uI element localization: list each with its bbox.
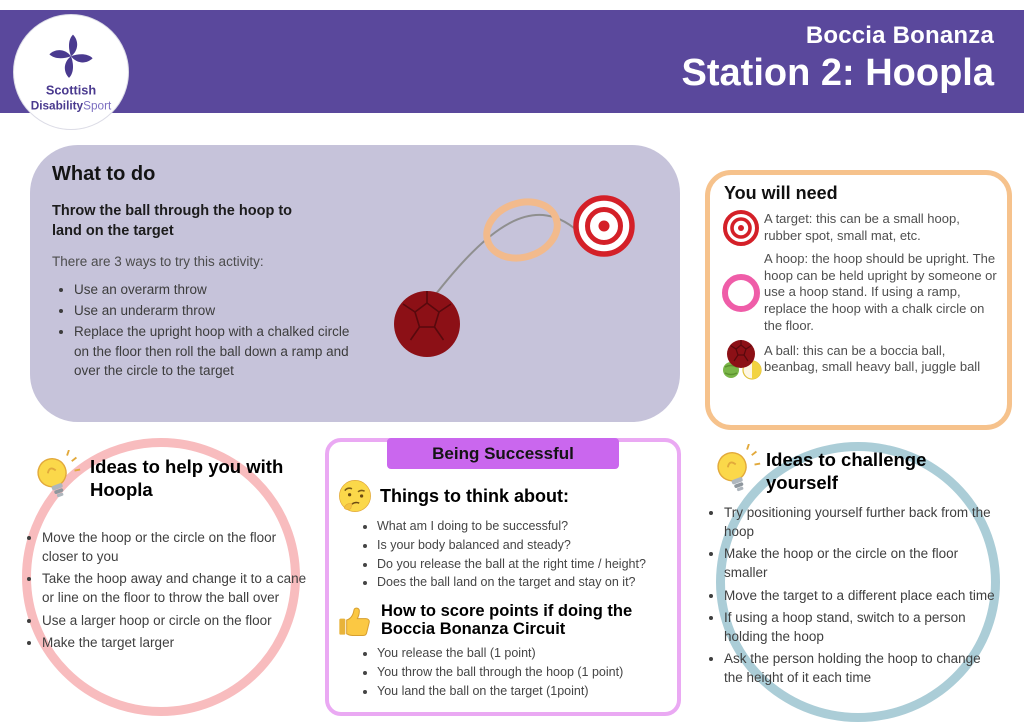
need-item-text: A hoop: the hoop should be upright. The …	[764, 251, 997, 333]
list-item: Make the hoop or the circle on the floor…	[724, 544, 998, 582]
list-item: Move the hoop or the circle on the floor…	[42, 528, 314, 566]
svg-text:DisabilitySport: DisabilitySport	[31, 99, 112, 112]
list-item: Try positioning yourself further back fr…	[724, 503, 998, 541]
being-successful-panel: Being Successful Things to think about: …	[325, 438, 681, 716]
activity-illustration	[394, 195, 635, 357]
target-graphic	[573, 195, 635, 257]
think-heading-row: Things to think about:	[337, 478, 677, 514]
list-item: Use a larger hoop or circle on the floor	[42, 611, 314, 630]
help-section-circle	[22, 438, 300, 716]
what-to-do-title: What to do	[52, 163, 156, 185]
lightbulb-icon	[37, 450, 81, 498]
lightbulb-icon	[717, 444, 761, 492]
what-to-do-intro: There are 3 ways to try this activity:	[52, 254, 264, 270]
thumbs-up-icon	[339, 607, 370, 637]
target-icon	[718, 208, 764, 248]
list-item: You throw the ball through the hoop (1 p…	[377, 663, 677, 682]
trajectory-line	[431, 214, 583, 300]
list-item: You land the ball on the target (1point)	[377, 682, 677, 701]
you-will-need-title: You will need	[724, 183, 838, 203]
what-to-do-panel: What to do Throw the ball through the ho…	[30, 145, 680, 422]
score-title: How to score points if doing the Boccia …	[381, 601, 633, 638]
hoop-icon	[718, 272, 764, 314]
list-item: Is your body balanced and steady?	[377, 536, 677, 555]
boccia-ball-graphic	[394, 291, 460, 357]
being-successful-badge: Being Successful	[387, 438, 619, 469]
score-list: You release the ball (1 point) You throw…	[363, 644, 677, 700]
logo-line2-light: Sport	[83, 99, 112, 112]
list-item: Does the ball land on the target and sta…	[377, 573, 677, 592]
list-item: A hoop: the hoop should be upright. The …	[718, 251, 997, 334]
help-section-title: Ideas to help you with Hoopla	[90, 456, 284, 501]
list-item: Use an overarm throw	[74, 280, 360, 299]
list-item: Use an underarm throw	[74, 301, 360, 320]
list-item: A ball: this can be a boccia ball, beanb…	[718, 337, 997, 381]
you-will-need-panel: You will need A target: this can be a sm…	[705, 170, 1012, 430]
what-to-do-subtitle: Throw the ball through the hoop to land …	[52, 203, 293, 239]
score-heading-row: How to score points if doing the Boccia …	[334, 600, 677, 640]
list-item: You release the ball (1 point)	[377, 644, 677, 663]
challenge-section-circle	[716, 442, 1000, 722]
scottish-disability-sport-logo: Scottish DisabilitySport	[13, 14, 129, 130]
list-item: Move the target to a different place eac…	[724, 586, 998, 605]
logo-flower-icon: Scottish DisabilitySport	[31, 34, 112, 112]
list-item: Replace the upright hoop with a chalked …	[74, 322, 360, 379]
help-list: Move the hoop or the circle on the floor…	[24, 528, 314, 655]
boccia-ball-icon	[718, 337, 764, 381]
list-item: Make the target larger	[42, 633, 314, 652]
hoop-graphic	[483, 198, 561, 262]
challenge-list: Try positioning yourself further back fr…	[706, 503, 998, 690]
page-title: Station 2: Hoopla	[681, 52, 994, 94]
list-item: What am I doing to be successful?	[377, 517, 677, 536]
need-item-text: A target: this can be a small hoop, rubb…	[764, 211, 960, 243]
list-item: Ask the person holding the hoop to chang…	[724, 649, 998, 687]
challenge-section-title: Ideas to challenge yourself	[766, 449, 927, 494]
thinking-face-icon	[339, 480, 371, 512]
logo-line1: Scottish	[46, 83, 96, 98]
header: Boccia Bonanza Station 2: Hoopla	[682, 22, 994, 95]
list-item: If using a hoop stand, switch to a perso…	[724, 608, 998, 646]
think-list: What am I doing to be successful? Is you…	[363, 517, 677, 592]
list-item: Take the hoop away and change it to a ca…	[42, 569, 314, 607]
header-kicker: Boccia Bonanza	[805, 22, 994, 49]
what-to-do-list: Use an overarm throw Use an underarm thr…	[52, 280, 360, 380]
logo-line2-bold: Disability	[31, 99, 84, 112]
header-band	[0, 10, 1024, 113]
list-item: A target: this can be a small hoop, rubb…	[718, 208, 997, 248]
think-title: Things to think about:	[380, 485, 569, 506]
list-item: Do you release the ball at the right tim…	[377, 555, 677, 574]
need-item-text: A ball: this can be a boccia ball, beanb…	[764, 342, 981, 375]
